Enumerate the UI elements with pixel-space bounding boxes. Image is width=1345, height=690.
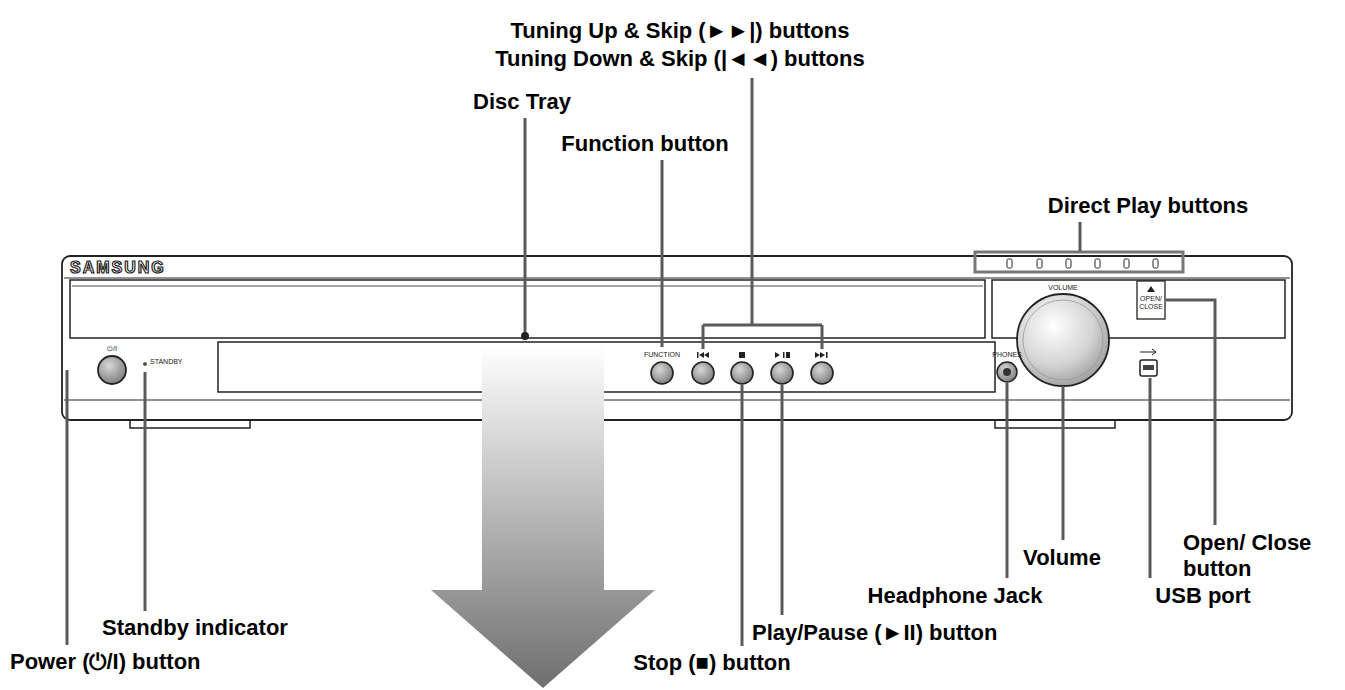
callout-label: USB port: [1155, 583, 1250, 609]
down-arrow: [431, 345, 655, 688]
callout-label: Tuning Down & Skip (|◄◄) buttons: [495, 46, 864, 72]
callout-label: Power (⏻/I) button: [10, 649, 201, 675]
transport-buttons: [651, 362, 833, 384]
panel-marking: STANDBY: [150, 358, 183, 366]
disc-tray: [70, 280, 985, 338]
display-window: [218, 342, 995, 392]
button-symbols: [697, 352, 828, 358]
brand-logo: SAMSUNG: [70, 259, 166, 277]
panel-marking: ⏻/I: [107, 345, 117, 353]
callout-label: Direct Play buttons: [1048, 193, 1248, 219]
usb-port: [1140, 349, 1157, 376]
callout-label: Volume: [1023, 545, 1101, 571]
callout-label: Tuning Up & Skip (►►|) buttons: [511, 18, 850, 44]
panel-body: [62, 256, 1292, 420]
headphone-jack: [997, 362, 1017, 382]
volume-knob: [1017, 294, 1109, 386]
callout-label: Standby indicator: [102, 615, 288, 641]
panel-marking: VOLUME: [1048, 284, 1078, 292]
callout-label: Function button: [561, 131, 728, 157]
power-button: [98, 356, 147, 384]
callout-label: Stop (■) button: [633, 650, 790, 676]
open-close-button: [1137, 281, 1165, 319]
callout-label: Disc Tray: [473, 89, 571, 115]
leader-dot: [521, 332, 529, 340]
leader-lines: [67, 78, 1215, 646]
standby-led: [143, 362, 147, 366]
panel-marking: OPEN/ CLOSE: [1138, 295, 1164, 311]
panel-marking: FUNCTION: [644, 351, 680, 359]
panel-marking: PHONES: [992, 351, 1022, 359]
callout-label: Headphone Jack: [868, 583, 1043, 609]
direct-play-buttons: [975, 252, 1183, 272]
callout-label: Play/Pause (►II) button: [752, 620, 997, 646]
callout-label: Open/ Close button: [1183, 530, 1333, 582]
